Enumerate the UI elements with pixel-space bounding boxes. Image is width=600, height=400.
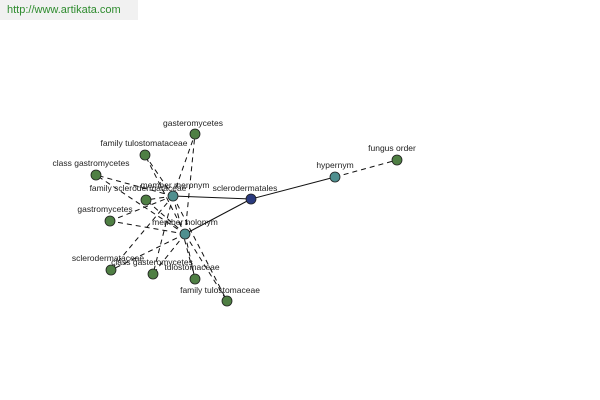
node-tulostomaceae[interactable]: tulostomaceae	[164, 262, 220, 285]
node-sclerodermataceae[interactable]: sclerodermataceae	[72, 253, 145, 276]
node-class-gastromycetes[interactable]: class gastromycetes	[53, 158, 130, 181]
edge-member-meronym-to-class-gastromycetes	[95, 174, 174, 197]
node-label: gastromycetes	[77, 204, 132, 214]
node-label: family tulostomataceae	[101, 138, 188, 148]
node-family-tulostomataceae[interactable]: family tulostomataceae	[101, 138, 188, 161]
node-dot[interactable]	[147, 268, 159, 280]
edge-sclerodermatales-to-hypernym	[250, 176, 336, 200]
node-gastromycetes[interactable]: gastromycetes	[77, 204, 133, 227]
edge-sclerodermatales-to-member-meronym	[172, 195, 252, 200]
node-dot[interactable]	[329, 171, 341, 183]
node-label: sclerodermataceae	[72, 253, 145, 263]
node-label: class gasteromycetes	[111, 257, 193, 267]
node-label: member meronym	[141, 180, 210, 190]
node-dot[interactable]	[391, 154, 403, 166]
node-label: fungus order	[368, 143, 416, 153]
edge-member-holonym-to-sclerodermataceae	[110, 233, 186, 271]
node-dot[interactable]	[167, 190, 179, 202]
node-dot[interactable]	[139, 149, 151, 161]
graph-edges	[95, 133, 398, 302]
node-label: gasteromycetes	[163, 118, 223, 128]
node-dot[interactable]	[189, 273, 201, 285]
edge-member-holonym-to-gastromycetes	[109, 220, 186, 235]
watermark-link[interactable]: http://www.artikata.com	[0, 0, 138, 20]
node-dot[interactable]	[221, 295, 233, 307]
node-family-tulostomaceae[interactable]: family tulostomaceae	[180, 285, 260, 307]
node-dot[interactable]	[90, 169, 102, 181]
edge-member-meronym-to-sclerodermataceae	[110, 195, 174, 271]
edge-member-meronym-to-family-tulostomaceae	[172, 195, 228, 302]
node-label: member holonym	[152, 217, 218, 227]
node-label: tulostomaceae	[164, 262, 220, 272]
edge-member-meronym-to-gastromycetes	[109, 195, 174, 222]
node-dot[interactable]	[104, 215, 116, 227]
node-family-sclerodermataceae[interactable]: family sclerodermataceae	[90, 183, 187, 206]
edge-member-holonym-to-family-tulostomaceae	[184, 233, 228, 302]
node-label: hypernym	[316, 160, 353, 170]
edge-hypernym-to-fungus-order	[334, 159, 398, 178]
node-label: family tulostomaceae	[180, 285, 260, 295]
edge-member-meronym-to-class-gasteromycetes	[152, 195, 174, 275]
node-dot[interactable]	[245, 193, 257, 205]
node-sclerodermatales[interactable]: sclerodermatales	[213, 183, 278, 205]
node-member-meronym[interactable]: member meronym	[141, 180, 210, 202]
edge-member-holonym-to-gasteromycetes	[184, 133, 196, 235]
node-dot[interactable]	[140, 194, 152, 206]
node-fungus-order[interactable]: fungus order	[368, 143, 416, 166]
graph-nodes: sclerodermatales hypernym member meronym me…	[53, 118, 416, 307]
edge-member-holonym-to-tulostomaceae	[184, 233, 196, 280]
node-class-gasteromycetes[interactable]: class gasteromycetes	[111, 257, 193, 280]
node-label: sclerodermatales	[213, 183, 278, 193]
node-hypernym[interactable]: hypernym	[316, 160, 354, 183]
node-label: class gastromycetes	[53, 158, 130, 168]
edge-member-meronym-to-gasteromycetes	[172, 133, 196, 197]
node-dot[interactable]	[189, 128, 201, 140]
edge-member-holonym-to-family-tulostomataceae	[144, 154, 186, 235]
node-member-holonym[interactable]: member holonym	[152, 217, 218, 240]
node-dot[interactable]	[105, 264, 117, 276]
node-label: family sclerodermataceae	[90, 183, 187, 193]
node-dot[interactable]	[179, 228, 191, 240]
edge-sclerodermatales-to-member-holonym	[184, 198, 252, 235]
node-gasteromycetes[interactable]: gasteromycetes	[163, 118, 223, 140]
